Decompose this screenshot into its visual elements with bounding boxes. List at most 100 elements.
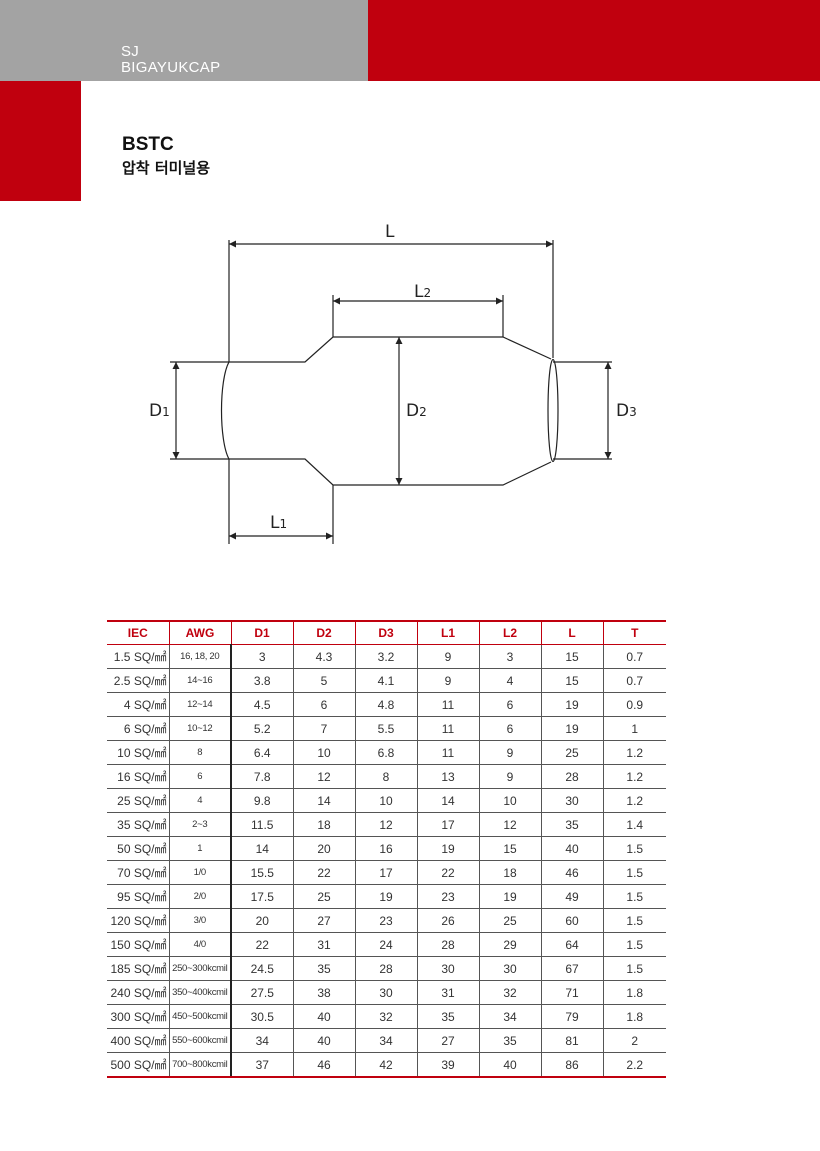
table-cell-l: 49 xyxy=(540,884,603,909)
table-cell-d3: 16 xyxy=(354,836,417,861)
table-cell-iec: 35 SQ/㎟ xyxy=(107,812,169,837)
table-cell-awg: 350~400kcmil xyxy=(168,980,232,1005)
table-cell-d2: 27 xyxy=(292,908,355,933)
table-cell-t: 2.2 xyxy=(602,1052,666,1078)
column-header-t: T xyxy=(602,620,666,645)
table-cell-d1: 14 xyxy=(230,836,293,861)
table-cell-d3: 28 xyxy=(354,956,417,981)
cap-right-opening xyxy=(547,358,559,463)
table-cell-l1: 39 xyxy=(416,1052,479,1078)
table-cell-l1: 13 xyxy=(416,764,479,789)
table-cell-l2: 9 xyxy=(478,764,541,789)
table-cell-l2: 6 xyxy=(478,716,541,741)
header-gray-band xyxy=(0,0,368,81)
table-cell-awg: 700~800kcmil xyxy=(168,1052,232,1078)
dimension-diagram: L L2 D1 D2 D3 L1 xyxy=(149,222,637,544)
table-cell-awg: 14~16 xyxy=(168,668,232,693)
table-cell-l1: 28 xyxy=(416,932,479,957)
table-cell-iec: 6 SQ/㎟ xyxy=(107,716,169,741)
label-L: L xyxy=(385,222,395,242)
column-header-d2: D2 xyxy=(292,620,355,645)
table-cell-d3: 4.8 xyxy=(354,692,417,717)
table-cell-awg: 2/0 xyxy=(168,884,232,909)
cap-outline-top xyxy=(229,336,552,363)
table-cell-l2: 34 xyxy=(478,1004,541,1029)
table-cell-d1: 7.8 xyxy=(230,764,293,789)
table-cell-awg: 10~12 xyxy=(168,716,232,741)
table-cell-d3: 34 xyxy=(354,1028,417,1053)
table-cell-l: 25 xyxy=(540,740,603,765)
table-cell-iec: 185 SQ/㎟ xyxy=(107,956,169,981)
table-cell-awg: 16, 18, 20 xyxy=(168,644,232,669)
label-L1: L1 xyxy=(270,513,287,533)
table-cell-l: 86 xyxy=(540,1052,603,1078)
table-cell-d1: 17.5 xyxy=(230,884,293,909)
table-cell-l: 19 xyxy=(540,692,603,717)
table-cell-l2: 9 xyxy=(478,740,541,765)
table-cell-d1: 34 xyxy=(230,1028,293,1053)
table-cell-l1: 31 xyxy=(416,980,479,1005)
column-header-awg: AWG xyxy=(168,620,231,645)
table-cell-l1: 23 xyxy=(416,884,479,909)
table-cell-l1: 22 xyxy=(416,860,479,885)
table-cell-t: 0.7 xyxy=(602,644,666,669)
table-cell-d2: 18 xyxy=(292,812,355,837)
table-cell-l2: 6 xyxy=(478,692,541,717)
table-cell-l1: 11 xyxy=(416,692,479,717)
table-cell-d1: 20 xyxy=(230,908,293,933)
table-cell-d3: 42 xyxy=(354,1052,417,1078)
table-cell-d2: 14 xyxy=(292,788,355,813)
table-cell-d2: 31 xyxy=(292,932,355,957)
table-cell-d1: 37 xyxy=(230,1052,293,1078)
table-cell-iec: 4 SQ/㎟ xyxy=(107,692,169,717)
side-red-block xyxy=(0,81,81,201)
table-cell-l2: 32 xyxy=(478,980,541,1005)
table-cell-l: 15 xyxy=(540,668,603,693)
table-cell-d2: 35 xyxy=(292,956,355,981)
table-cell-t: 1.5 xyxy=(602,908,666,933)
table-cell-iec: 120 SQ/㎟ xyxy=(107,908,169,933)
table-cell-t: 1.5 xyxy=(602,860,666,885)
table-cell-l2: 30 xyxy=(478,956,541,981)
label-D3: D3 xyxy=(616,401,637,421)
column-header-iec: IEC xyxy=(107,620,169,645)
cap-left-end xyxy=(220,361,230,460)
table-cell-l2: 40 xyxy=(478,1052,541,1078)
table-cell-awg: 4 xyxy=(168,788,232,813)
table-cell-awg: 450~500kcmil xyxy=(168,1004,232,1029)
table-cell-d1: 3.8 xyxy=(230,668,293,693)
table-cell-d2: 7 xyxy=(292,716,355,741)
table-cell-d2: 20 xyxy=(292,836,355,861)
table-cell-l2: 3 xyxy=(478,644,541,669)
table-cell-awg: 3/0 xyxy=(168,908,232,933)
table-cell-l1: 9 xyxy=(416,668,479,693)
table-cell-l: 71 xyxy=(540,980,603,1005)
table-cell-d3: 4.1 xyxy=(354,668,417,693)
table-cell-awg: 2~3 xyxy=(168,812,232,837)
table-cell-l: 81 xyxy=(540,1028,603,1053)
table-cell-d3: 6.8 xyxy=(354,740,417,765)
table-cell-iec: 25 SQ/㎟ xyxy=(107,788,169,813)
product-code: BSTC xyxy=(122,134,174,155)
table-cell-l: 40 xyxy=(540,836,603,861)
column-header-d3: D3 xyxy=(354,620,417,645)
table-cell-t: 1.5 xyxy=(602,884,666,909)
table-cell-iec: 50 SQ/㎟ xyxy=(107,836,169,861)
table-cell-l1: 9 xyxy=(416,644,479,669)
table-cell-d1: 6.4 xyxy=(230,740,293,765)
table-cell-d3: 5.5 xyxy=(354,716,417,741)
table-cell-d2: 22 xyxy=(292,860,355,885)
table-cell-l2: 15 xyxy=(478,836,541,861)
table-cell-t: 1.2 xyxy=(602,764,666,789)
table-cell-iec: 150 SQ/㎟ xyxy=(107,932,169,957)
